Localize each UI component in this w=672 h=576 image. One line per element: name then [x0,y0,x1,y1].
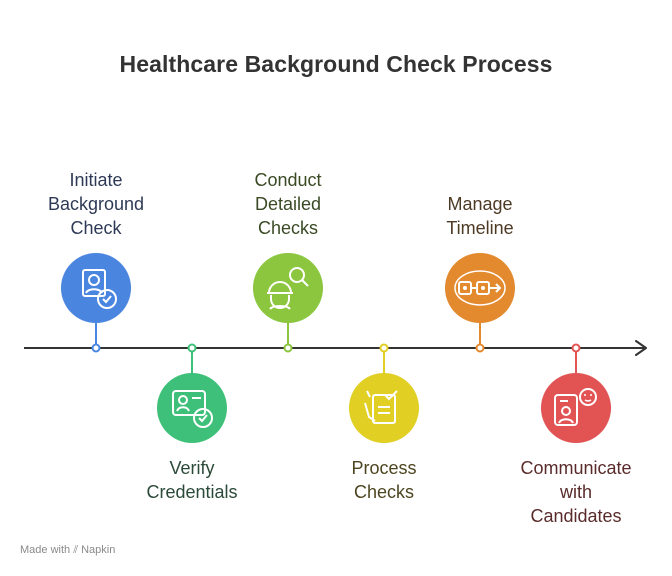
timeline-node [283,343,293,353]
step-label-line: Check [70,218,122,238]
step-label-line: Process [351,458,417,478]
step-icon-circle [541,373,611,443]
timeline-node [379,343,389,353]
step-label-line: Detailed [254,194,322,214]
timeline-node [91,343,101,353]
step-icon-circle [349,373,419,443]
step-icon-circle [253,253,323,323]
step-label-line: with [559,482,592,502]
step-label-line: Verify [169,458,215,478]
step-icon-circle [157,373,227,443]
step-label-line: Credentials [146,482,238,502]
timeline-flow-icon [454,270,506,306]
timeline-node [187,343,197,353]
step-icon-circle [445,253,515,323]
worker-search-icon [267,267,309,310]
page-title: Healthcare Background Check Process [119,51,553,77]
made-with-text: Made with [20,544,71,556]
step-icon-circle [61,253,131,323]
napkin-logo-icon: ⫽ [73,544,79,556]
step-label-line: Communicate [520,458,632,478]
id-card-shield-icon [82,269,117,309]
step-label-line: Timeline [446,218,514,238]
timeline-arrowhead [635,340,647,356]
step-label-line: Conduct [254,170,322,190]
brand-name: Napkin [81,544,116,556]
step-label-line: Manage [447,194,513,214]
step-label-line: Background [47,194,145,214]
step-label-line: Candidates [530,506,622,526]
step-label-line: Checks [257,218,319,238]
chat-person-icon [554,388,597,426]
step-label-line: Initiate [69,170,123,190]
step-label-line: Checks [353,482,415,502]
credentials-check-icon [172,390,213,428]
hand-checklist-icon [364,390,398,424]
timeline-node [475,343,485,353]
footer-credit: Made with ⫽Napkin [20,544,115,557]
timeline-node [571,343,581,353]
